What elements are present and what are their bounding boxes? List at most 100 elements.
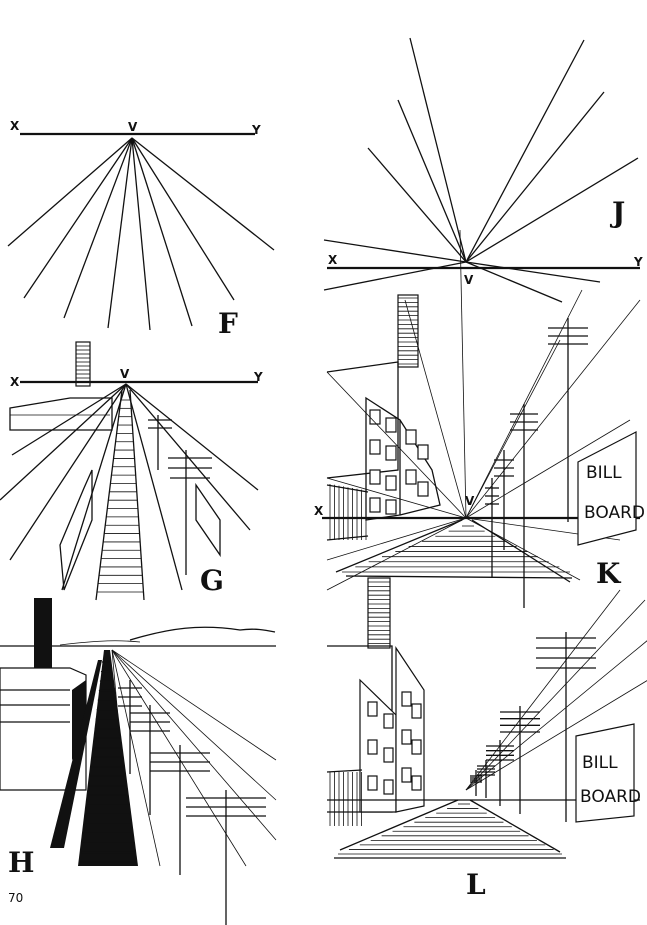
vanishing-ray bbox=[131, 137, 235, 301]
fence-rail bbox=[326, 769, 363, 773]
axis-x-label-k: X bbox=[314, 504, 324, 518]
building-windows-l bbox=[367, 691, 422, 795]
panel-g: X V Y G bbox=[0, 341, 263, 601]
vanishing-rays-j bbox=[323, 37, 639, 303]
vanishing-ray bbox=[465, 261, 601, 283]
billboard-k bbox=[577, 431, 637, 546]
panel-f: X V Y F bbox=[7, 119, 275, 340]
hills-h bbox=[129, 626, 276, 641]
axis-x-label-f: X bbox=[10, 119, 20, 133]
rail-left bbox=[339, 799, 459, 851]
wall-right-g bbox=[195, 482, 221, 558]
vanishing-ray bbox=[465, 339, 561, 519]
building-left-g bbox=[9, 397, 113, 431]
railroad-track-l bbox=[334, 799, 566, 859]
window bbox=[405, 429, 417, 445]
railroad-track-h bbox=[78, 650, 138, 866]
window bbox=[401, 691, 412, 707]
vanishing-ray bbox=[23, 137, 133, 299]
window bbox=[411, 775, 422, 791]
wire bbox=[465, 589, 621, 791]
window bbox=[401, 767, 412, 783]
railroad-track-k bbox=[335, 519, 573, 583]
vanishing-ray bbox=[465, 39, 585, 263]
embankment-left-h bbox=[50, 660, 102, 848]
vanishing-ray bbox=[131, 137, 275, 251]
chimney-k bbox=[397, 294, 419, 368]
window bbox=[383, 779, 394, 795]
rail-left bbox=[335, 519, 463, 573]
chimney-h bbox=[34, 598, 52, 668]
window bbox=[385, 475, 397, 491]
vanishing-ray bbox=[131, 137, 193, 327]
panel-l: BILL BOARD L bbox=[326, 577, 647, 901]
perspective-line bbox=[111, 649, 277, 761]
vanishing-ray bbox=[409, 37, 467, 263]
wall-left-g bbox=[59, 469, 93, 591]
vanishing-rays-k bbox=[326, 229, 641, 591]
wire bbox=[465, 640, 647, 791]
window bbox=[417, 444, 429, 460]
window bbox=[367, 739, 378, 755]
telegraph-poles-h bbox=[118, 680, 266, 925]
axis-y-label-j: Y bbox=[633, 255, 643, 269]
window bbox=[385, 445, 397, 461]
perspective-lines-h bbox=[111, 649, 277, 867]
chimney-hatching-l bbox=[368, 581, 390, 644]
fence-rail bbox=[326, 484, 369, 493]
rail-tie bbox=[345, 575, 573, 579]
billboard-text-line1-k: BILL bbox=[586, 463, 622, 483]
vanishing-ray bbox=[11, 383, 127, 456]
vanishing-ray bbox=[7, 137, 133, 247]
vanishing-ray bbox=[323, 261, 467, 291]
billboard-l bbox=[575, 723, 635, 823]
vanishing-ray bbox=[465, 157, 639, 263]
vanishing-rays-g bbox=[0, 383, 259, 591]
vanishing-ray bbox=[326, 477, 467, 519]
telegraph-poles-l bbox=[465, 589, 647, 822]
panel-label-j: J bbox=[609, 196, 625, 229]
vanishing-ray bbox=[459, 229, 467, 519]
window bbox=[385, 417, 397, 433]
vanishing-ray bbox=[61, 383, 127, 591]
telegraph-poles-k bbox=[485, 318, 588, 608]
railroad-ties-h bbox=[80, 661, 136, 863]
rail-left bbox=[95, 389, 123, 601]
panel-label-g: G bbox=[200, 564, 224, 597]
panel-k: BILL BOARD X V K bbox=[314, 229, 645, 608]
vanishing-point-label-g: V bbox=[120, 367, 130, 381]
vanishing-ray bbox=[465, 299, 641, 519]
axis-x-label-g: X bbox=[10, 375, 20, 389]
chimney-hatching-k bbox=[398, 297, 418, 365]
vanishing-ray bbox=[465, 419, 631, 519]
fence-rail bbox=[326, 535, 369, 541]
panel-label-f: F bbox=[218, 307, 238, 340]
window bbox=[369, 469, 381, 485]
window bbox=[369, 497, 381, 513]
vanishing-ray bbox=[131, 137, 151, 331]
window bbox=[367, 701, 378, 717]
vanishing-rays-f bbox=[7, 137, 275, 331]
panel-j: X V Y J bbox=[323, 37, 643, 303]
fence-k bbox=[326, 484, 369, 541]
panel-label-h: H bbox=[8, 846, 34, 879]
window bbox=[411, 739, 422, 755]
billboard-text-line2-l: BOARD bbox=[580, 787, 641, 807]
building-top-k bbox=[326, 361, 399, 479]
perspective-line bbox=[111, 649, 121, 741]
perspective-line bbox=[111, 649, 161, 867]
vanishing-ray bbox=[9, 383, 127, 561]
axis-y-label-g: Y bbox=[253, 370, 263, 384]
vanishing-point-label-k: V bbox=[465, 494, 475, 508]
vanishing-ray bbox=[404, 299, 467, 519]
perspective-line bbox=[111, 649, 277, 801]
window bbox=[383, 713, 394, 729]
vanishing-ray bbox=[326, 371, 467, 519]
window bbox=[369, 439, 381, 455]
chimney-g bbox=[75, 341, 91, 387]
axis-x-label-j: X bbox=[328, 253, 338, 267]
window bbox=[401, 729, 412, 745]
wire bbox=[465, 599, 646, 791]
